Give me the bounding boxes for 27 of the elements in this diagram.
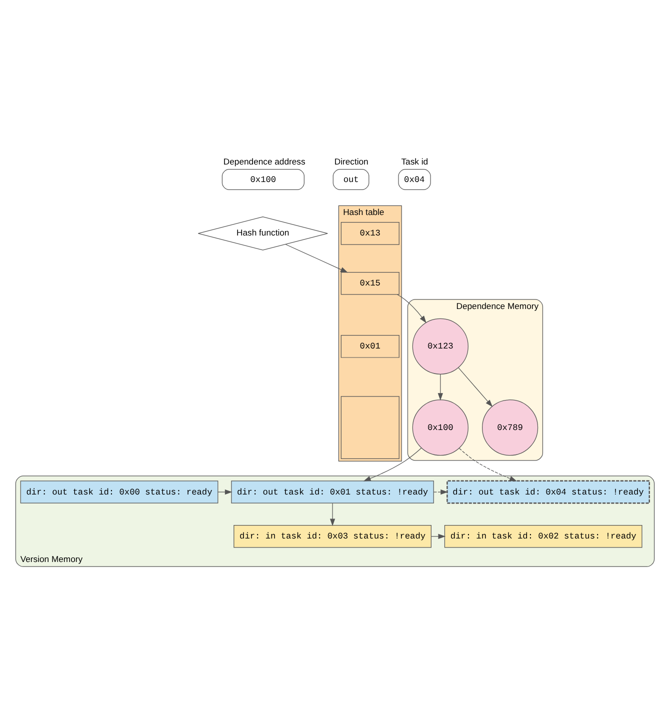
node-box: dir: out task id: 0x04 status: !ready	[446, 480, 650, 504]
arrow	[218, 489, 232, 495]
node-box: out	[332, 169, 370, 190]
node-box: dir: in task id: 0x03 status: !ready	[234, 525, 432, 548]
arrow	[285, 244, 348, 273]
node-box: 0x04	[398, 169, 431, 190]
node-box: 0x01	[340, 335, 400, 358]
node-box	[340, 396, 400, 460]
node-box: dir: out task id: 0x00 status: ready	[20, 480, 218, 504]
arrow	[330, 503, 336, 526]
node-box: 0x15	[340, 272, 400, 295]
node-circle: 0x123	[412, 318, 468, 374]
arrow	[363, 448, 422, 482]
node-box: dir: out task id: 0x01 status: !ready	[231, 480, 434, 504]
node-diamond: Hash function	[198, 216, 328, 250]
node-box: 0x100	[222, 169, 304, 190]
node-label: Dependence address	[223, 156, 306, 167]
arrow	[458, 448, 517, 482]
node-box: 0x13	[340, 222, 400, 245]
node-box: dir: in task id: 0x02 status: !ready	[444, 525, 642, 548]
node-circle: 0x100	[412, 400, 468, 456]
arrow	[396, 294, 426, 324]
arrow	[433, 489, 448, 495]
node-label: Direction	[334, 156, 368, 167]
node-label: Task id	[401, 156, 428, 167]
arrow	[458, 368, 493, 407]
arrow	[438, 374, 443, 400]
